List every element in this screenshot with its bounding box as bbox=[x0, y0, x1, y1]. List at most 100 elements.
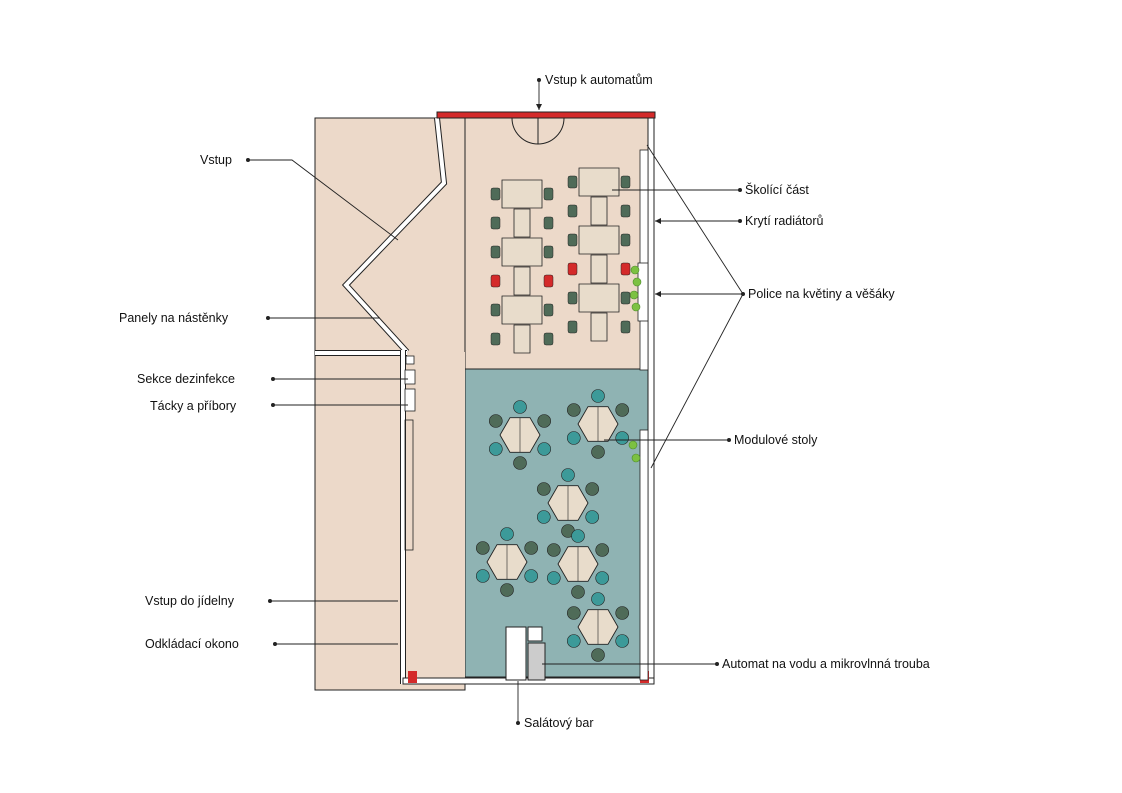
chair-icon-hex-2-4 bbox=[561, 468, 575, 482]
chair-icon-0-2-r bbox=[543, 245, 554, 259]
label-radiatory: Krytí radiátorů bbox=[745, 214, 824, 228]
chair-icon-1-4-l bbox=[567, 291, 578, 305]
door-icon-right-leaf bbox=[537, 117, 565, 145]
chair-icon-hex-2-2 bbox=[536, 510, 551, 524]
chair-icon-0-5-r bbox=[543, 332, 554, 346]
leader-panely-dot bbox=[266, 316, 270, 320]
chair-icon-0-4-r bbox=[543, 303, 554, 317]
salad-bar bbox=[505, 626, 527, 681]
chair-icon-1-2-l bbox=[567, 233, 578, 247]
chair-icon-hex-0-4 bbox=[513, 400, 527, 414]
leader-vstup-dot bbox=[246, 158, 250, 162]
chair-icon-hex-3-4 bbox=[500, 527, 514, 541]
chair-icon-hex-1-5 bbox=[615, 403, 630, 417]
chair-icon-1-0-l bbox=[567, 175, 578, 189]
shelf-unit bbox=[637, 262, 649, 322]
chair-icon-hex-2-3 bbox=[536, 482, 551, 496]
label-panely: Panely na nástěnky bbox=[119, 311, 229, 325]
leader-modulove-dot bbox=[727, 438, 731, 442]
label-dezinfekce: Sekce dezinfekce bbox=[137, 372, 235, 386]
furniture bbox=[475, 167, 642, 662]
plant-icon-0 bbox=[630, 265, 640, 275]
label-vstup-jidelna: Vstup do jídelny bbox=[145, 594, 234, 608]
chair-icon-1-1-l bbox=[567, 204, 578, 218]
floors bbox=[314, 117, 649, 691]
chair-icon-hex-3-3 bbox=[475, 541, 490, 555]
chair-icon-hex-1-3 bbox=[566, 403, 581, 417]
chair-icon-1-5-l bbox=[567, 320, 578, 334]
radiator-cover-bottom bbox=[639, 429, 649, 681]
leader-police-top bbox=[646, 144, 744, 295]
chair-icon-hex-5-2 bbox=[566, 634, 581, 648]
training-table-0-5 bbox=[513, 324, 531, 354]
plant-icon-1 bbox=[632, 277, 642, 287]
chair-icon-0-2-l bbox=[490, 245, 501, 259]
plant-icon-2 bbox=[629, 290, 639, 300]
leader-vstup-jidelna-dot bbox=[268, 599, 272, 603]
chair-icon-1-5-r bbox=[620, 320, 631, 334]
plant-icon-3 bbox=[631, 302, 641, 312]
chair-icon-1-2-r bbox=[620, 233, 631, 247]
label-vstup: Vstup bbox=[200, 153, 232, 167]
wall-panel-top bbox=[405, 355, 415, 365]
leader-dezinfekce-dot bbox=[271, 377, 275, 381]
walls bbox=[315, 111, 656, 685]
training-table-1-0 bbox=[578, 167, 620, 197]
leader-okono-dot bbox=[273, 642, 277, 646]
corner-accent-left bbox=[408, 671, 417, 683]
label-modulove: Modulové stoly bbox=[734, 433, 818, 447]
chair-icon-hex-5-3 bbox=[566, 606, 581, 620]
leader-vstup bbox=[248, 159, 399, 241]
chair-icon-0-4-l bbox=[490, 303, 501, 317]
training-table-1-3 bbox=[590, 254, 608, 284]
training-table-0-4 bbox=[501, 295, 543, 325]
water-dispenser bbox=[527, 642, 546, 681]
chair-icon-1-4-r bbox=[620, 291, 631, 305]
chair-icon-hex-0-3 bbox=[488, 414, 503, 428]
chair-icon-hex-0-1 bbox=[513, 456, 527, 470]
leader-lines bbox=[246, 78, 745, 725]
chair-icon-hex-0-5 bbox=[537, 414, 552, 428]
tray-rack bbox=[404, 388, 416, 412]
chair-icon-1-1-r bbox=[620, 204, 631, 218]
label-salatovy: Salátový bar bbox=[524, 716, 594, 730]
chair-icon-hex-4-4 bbox=[571, 529, 585, 543]
chair-icon-0-3-l bbox=[490, 274, 501, 288]
right-wall bbox=[647, 117, 655, 685]
chair-icon-hex-4-2 bbox=[546, 571, 561, 585]
chair-icon-1-3-r bbox=[620, 262, 631, 276]
chair-icon-hex-4-3 bbox=[546, 543, 561, 557]
leader-skolici-dot bbox=[738, 188, 742, 192]
label-okono: Odkládací okono bbox=[145, 637, 239, 651]
leader-tacky-dot bbox=[271, 403, 275, 407]
chair-icon-hex-5-4 bbox=[591, 592, 605, 606]
arrow-head-2 bbox=[655, 291, 661, 297]
chair-icon-hex-1-0 bbox=[615, 431, 630, 445]
microwave bbox=[527, 626, 543, 642]
training-table-1-4 bbox=[578, 283, 620, 313]
label-automat-voda: Automat na vodu a mikrovlnná trouba bbox=[722, 657, 930, 671]
plant-icon-4 bbox=[628, 440, 638, 450]
chair-icon-hex-0-2 bbox=[488, 442, 503, 456]
label-skolici: Školící část bbox=[745, 183, 809, 197]
chair-icon-hex-3-0 bbox=[524, 569, 539, 583]
training-floor bbox=[464, 117, 649, 371]
training-table-0-1 bbox=[513, 208, 531, 238]
leader-automaty-dot bbox=[537, 78, 541, 82]
chair-icon-hex-1-2 bbox=[566, 431, 581, 445]
chair-icon-hex-3-5 bbox=[524, 541, 539, 555]
training-table-0-3 bbox=[513, 266, 531, 296]
chair-icon-1-3-l bbox=[567, 262, 578, 276]
label-police: Police na květiny a věšáky bbox=[748, 287, 895, 301]
leader-automat-voda-dot bbox=[715, 662, 719, 666]
arrow-head-0 bbox=[536, 104, 542, 110]
tray-line bbox=[404, 419, 414, 551]
chair-icon-hex-4-5 bbox=[595, 543, 610, 557]
chair-icon-0-0-l bbox=[490, 187, 501, 201]
chair-icon-hex-3-2 bbox=[475, 569, 490, 583]
chair-icon-hex-5-0 bbox=[615, 634, 630, 648]
chair-icon-hex-1-4 bbox=[591, 389, 605, 403]
chair-icon-0-1-r bbox=[543, 216, 554, 230]
chair-icon-hex-2-0 bbox=[585, 510, 600, 524]
